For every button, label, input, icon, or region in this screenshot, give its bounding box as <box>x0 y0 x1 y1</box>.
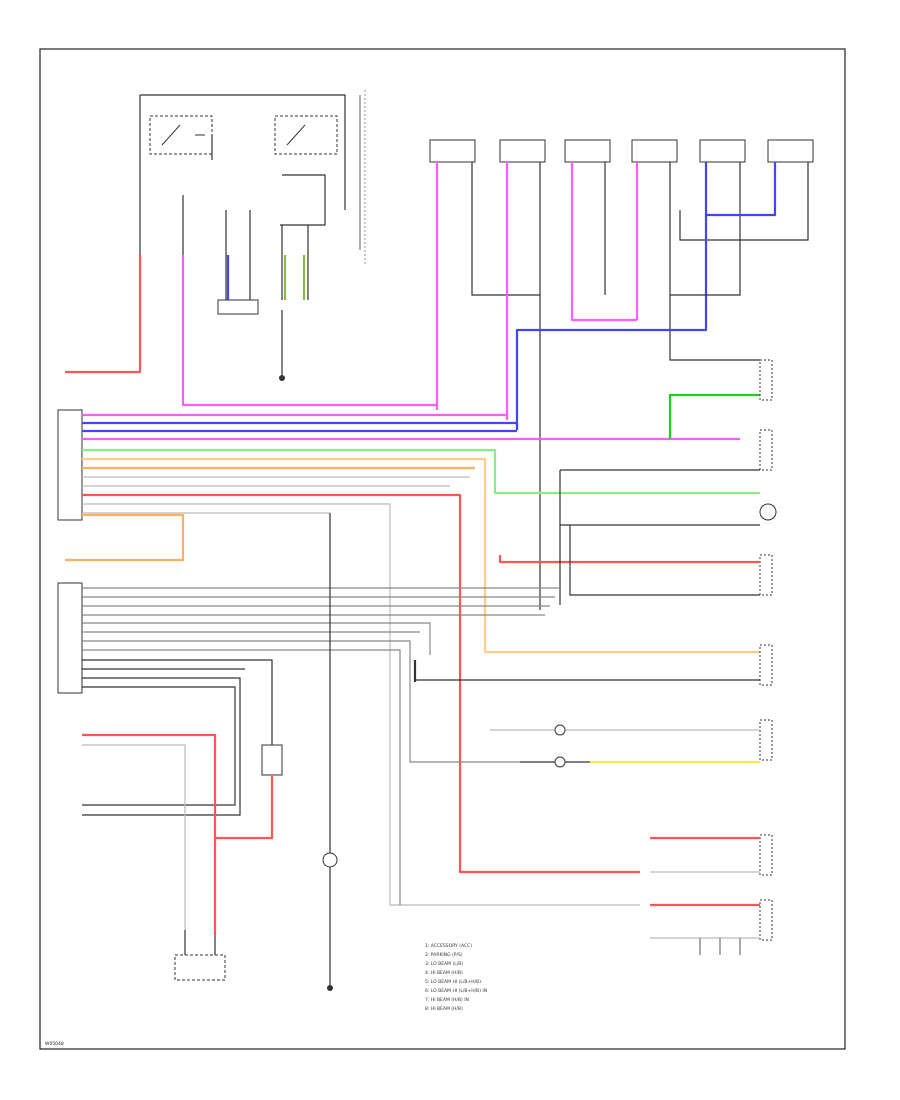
page-frame <box>39 48 846 1050</box>
module-3 <box>564 139 611 163</box>
sensor-1 <box>554 724 566 736</box>
bulb-right <box>759 503 777 521</box>
legend-item: 7: HI BEAM (H/B) IN <box>425 997 469 1003</box>
legend-item: 8: HI BEAM (H/B) <box>425 1006 463 1012</box>
right-switches <box>415 359 777 686</box>
connector-lower-left <box>57 582 83 694</box>
sensor-2 <box>554 756 566 768</box>
switch-modules-top <box>429 139 814 163</box>
wire-pink-left <box>181 255 437 407</box>
page-code: W05048 <box>45 1041 64 1047</box>
lower-right-network <box>490 719 773 955</box>
legend-item: 6: LO BEAM HI (L/B+H/B) IN <box>425 988 487 994</box>
connector-upper-left <box>57 409 83 521</box>
bottom-component <box>174 954 226 981</box>
switch-lower-right-3 <box>759 899 773 941</box>
module-wires <box>435 162 809 610</box>
legend-item: 2: PARKING (P/S) <box>425 952 463 958</box>
legend-item: 3: LO BEAM (L/B) <box>425 961 463 967</box>
relay-right <box>274 115 338 155</box>
connector-group-upper-left <box>182 195 309 381</box>
legend-item: 5: LO BEAM HI (L/B+H/B) <box>425 979 481 985</box>
switch-right-4 <box>759 644 773 686</box>
wire-red-top-left <box>65 255 142 374</box>
switch-right-3 <box>759 554 773 596</box>
module-2 <box>499 139 546 163</box>
fuse-block-mid <box>261 744 283 776</box>
legend-block: 1: ACCESSORY (ACC) 2: PARKING (P/S) 3: L… <box>425 943 487 1012</box>
switch-right-1 <box>759 359 773 401</box>
switch-lower-right-2 <box>759 834 773 876</box>
wire-green-right <box>668 393 760 439</box>
wire-gray-lower <box>82 744 186 930</box>
module-5 <box>699 139 746 163</box>
wire-orange-left <box>65 513 185 562</box>
legend-item: 1: ACCESSORY (ACC) <box>425 943 472 949</box>
switch-lower-right-1 <box>759 719 773 761</box>
module-4 <box>631 139 678 163</box>
connector-bus-lower <box>57 582 560 905</box>
relay-group-top-left <box>139 90 366 265</box>
switch-right-2 <box>759 429 773 471</box>
connector-bus-upper <box>57 409 760 906</box>
wire-red-lower <box>82 733 274 840</box>
switch-connector-small <box>217 299 259 315</box>
module-1 <box>429 139 476 163</box>
ground-symbol-center <box>327 985 333 991</box>
ground-symbol-upper <box>279 375 285 381</box>
lamp-center <box>322 852 338 868</box>
module-6 <box>767 139 814 163</box>
legend-item: 4: HI BEAM (H/B) <box>425 970 463 976</box>
